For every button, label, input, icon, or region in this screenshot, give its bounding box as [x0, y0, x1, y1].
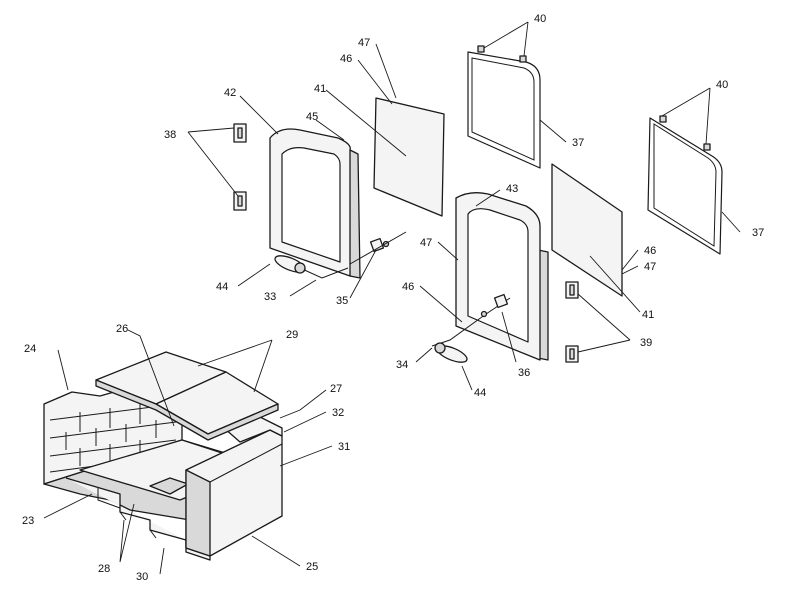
right-gasket-inner — [653, 123, 717, 247]
callout-23: 23 — [22, 515, 34, 527]
right-gasket-frame — [647, 115, 723, 255]
center-gasket-inner — [471, 57, 535, 161]
left-door — [269, 128, 361, 279]
callout-46-left: 46 — [340, 53, 352, 65]
callout-46-door: 46 — [402, 281, 414, 293]
right-door — [455, 192, 549, 361]
callout-45: 45 — [306, 111, 318, 123]
callout-32: 32 — [332, 407, 344, 419]
callout-42: 42 — [224, 87, 236, 99]
hinge-lower-pin — [237, 195, 243, 207]
right-glass-panel — [551, 163, 623, 297]
right-door-glass — [467, 208, 529, 343]
right-clip-1 — [659, 115, 667, 123]
callout-44-right: 44 — [474, 387, 486, 399]
top-slab-thickness — [95, 379, 279, 441]
callout-40-center: 40 — [534, 13, 546, 25]
base-foot — [97, 488, 157, 539]
left-glass-panel — [373, 97, 445, 217]
right-hinges — [565, 281, 579, 363]
right-latch-screw — [480, 310, 488, 318]
callout-38: 38 — [164, 129, 176, 141]
callout-35: 35 — [336, 295, 348, 307]
left-latch — [349, 231, 407, 265]
center-gasket-outer — [467, 51, 541, 169]
callout-34: 34 — [396, 359, 408, 371]
callout-44-left: 44 — [216, 281, 228, 293]
center-gasket-frame — [467, 45, 541, 169]
right-clip-2 — [703, 143, 711, 151]
right-gasket-outer — [647, 117, 723, 255]
latch-plate — [369, 237, 385, 253]
callout-33: 33 — [264, 291, 276, 303]
callout-46-right: 46 — [644, 245, 656, 257]
leader-lines — [43, 21, 741, 575]
right-latch-plate — [493, 293, 509, 309]
center-clip-2 — [519, 55, 527, 63]
callout-30: 30 — [136, 571, 148, 583]
latch-pin-line — [349, 231, 407, 265]
callout-37-right: 37 — [752, 227, 764, 239]
left-handle-rod — [299, 267, 349, 279]
callout-41-right: 41 — [642, 309, 654, 321]
callout-24: 24 — [24, 343, 36, 355]
callout-43: 43 — [506, 183, 518, 195]
callout-47-right: 47 — [644, 261, 656, 273]
callout-31: 31 — [338, 441, 350, 453]
left-hinges — [233, 123, 247, 211]
firebox-assembly — [43, 351, 283, 561]
left-door-glass — [281, 147, 341, 263]
callout-27: 27 — [330, 383, 342, 395]
right-hinge-lower-pin — [569, 348, 575, 360]
callout-41-left: 41 — [314, 83, 326, 95]
callout-47-left: 47 — [358, 37, 370, 49]
center-clip-1 — [477, 45, 485, 53]
right-latch — [480, 293, 509, 318]
right-handle-grip — [434, 342, 446, 354]
callout-36: 36 — [518, 367, 530, 379]
callout-29: 29 — [286, 329, 298, 341]
left-handle — [274, 255, 349, 279]
callout-37-center: 37 — [572, 137, 584, 149]
side-panel-top-edge — [209, 443, 283, 483]
callout-47-door: 47 — [420, 237, 432, 249]
callout-40-right: 40 — [716, 79, 728, 91]
callouts: 24 23 25 26 27 28 29 30 31 32 33 34 35 3… — [22, 13, 764, 583]
callout-39: 39 — [640, 337, 652, 349]
left-handle-grip — [294, 262, 306, 274]
hinge-upper-pin — [237, 127, 243, 139]
side-panel-front-edge — [185, 469, 211, 557]
right-hinge-upper-pin — [569, 284, 575, 296]
callout-28: 28 — [98, 563, 110, 575]
callout-26: 26 — [116, 323, 128, 335]
callout-25: 25 — [306, 561, 318, 573]
